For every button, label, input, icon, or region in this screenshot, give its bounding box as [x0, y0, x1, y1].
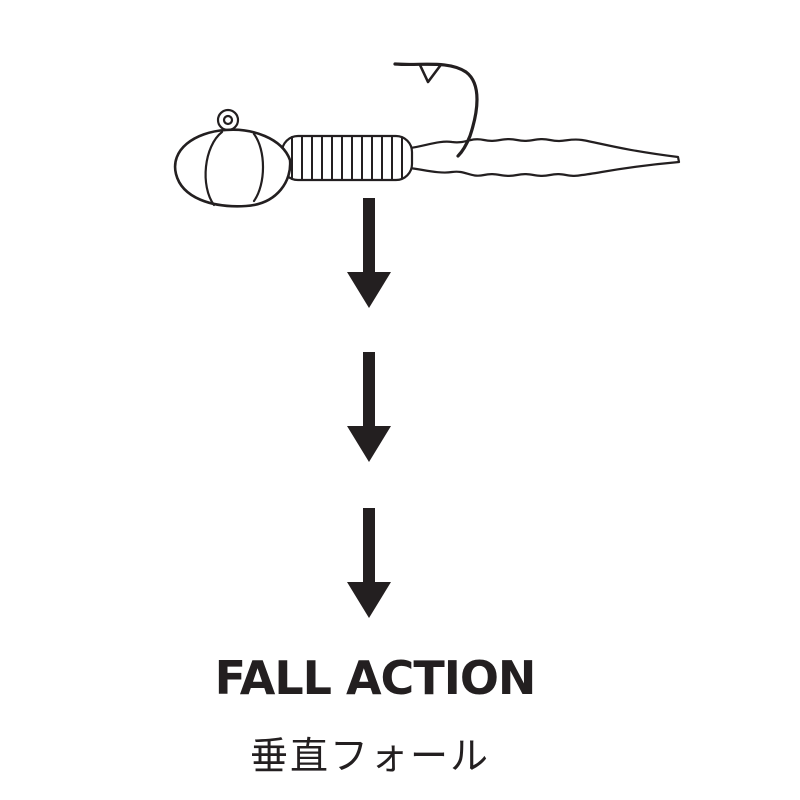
fall-arrows: [347, 198, 391, 618]
worm-ribs: [291, 136, 403, 180]
jig-head: [173, 128, 292, 208]
jig-head-collar: [252, 132, 264, 203]
down-arrow-icon: [347, 508, 391, 618]
worm-tail: [408, 138, 681, 177]
jig-lure-illustration: [173, 62, 681, 208]
down-arrow-icon: [347, 352, 391, 462]
caption-title: FALL ACTION: [214, 651, 537, 705]
line-eye-hole: [222, 114, 234, 126]
hook-icon: [393, 62, 479, 158]
down-arrow-icon: [347, 198, 391, 308]
jig-head-seam: [204, 130, 224, 207]
hook-barb: [418, 63, 442, 84]
caption-subtitle: 垂直フォール: [249, 734, 490, 778]
